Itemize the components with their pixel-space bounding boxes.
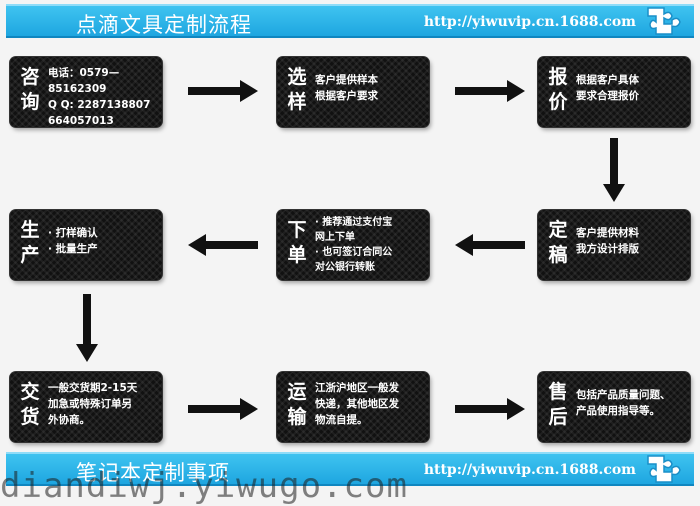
arrow-right-icon [455, 398, 525, 420]
header-banner: 点滴文具定制流程 http://yiwuvip.cn.1688.com [6, 4, 694, 38]
step-body: 包括产品质量问题、 产品使用指导等。 [576, 389, 671, 417]
step-delivery: 交货 一般交货期2-15天 加急或特殊订单另 外协商。 [10, 372, 162, 442]
step-title: 生产 [20, 219, 40, 266]
step-title: 选样 [287, 66, 307, 113]
step-finalize: 定稿 客户提供材料 我方设计排版 [538, 210, 690, 280]
step-body: 客户提供材料 我方设计排版 [576, 227, 639, 255]
step-title: 售后 [548, 381, 568, 428]
step-title: 咨询 [20, 66, 40, 113]
step-title: 交货 [20, 381, 40, 428]
step-title: 下单 [287, 219, 307, 266]
step-body: · 打样确认 · 批量生产 [48, 227, 98, 255]
puzzle-logo-icon [647, 7, 681, 35]
watermark: diandiwj.yiwugo.com [0, 466, 408, 506]
step-after-sales: 售后 包括产品质量问题、 产品使用指导等。 [538, 372, 690, 442]
footer-title: 笔记本定制事项 [76, 461, 230, 485]
arrow-right-icon [188, 80, 258, 102]
step-order: 下单 · 推荐通过支付宝 网上下单 · 也可签订合同公 对公银行转账 [277, 210, 429, 280]
page-title: 点滴文具定制流程 [76, 13, 252, 37]
step-consult: 咨询 电话：0579—85162309 Q Q: 2287138807 6640… [10, 57, 162, 127]
step-title: 报价 [548, 66, 568, 113]
step-body: 客户提供样本 根据客户要求 [315, 74, 378, 102]
puzzle-logo-icon [647, 455, 681, 483]
step-quote: 报价 根据客户具体 要求合理报价 [538, 57, 690, 127]
arrow-right-icon [188, 398, 258, 420]
header-url[interactable]: http://yiwuvip.cn.1688.com [423, 14, 636, 30]
step-shipping: 运输 江浙沪地区一般发 快递，其他地区发 物流自提。 [277, 372, 429, 442]
footer-url[interactable]: http://yiwuvip.cn.1688.com [423, 462, 636, 478]
step-production: 生产 · 打样确认 · 批量生产 [10, 210, 162, 280]
step-body: 一般交货期2-15天 加急或特殊订单另 外协商。 [48, 382, 138, 426]
step-title: 运输 [287, 381, 307, 428]
step-body: 电话：0579—85162309 Q Q: 2287138807 6640570… [48, 67, 151, 127]
arrow-down-icon [76, 294, 98, 362]
step-body: · 推荐通过支付宝 网上下单 · 也可签订合同公 对公银行转账 [315, 217, 393, 273]
step-body: 江浙沪地区一般发 快递，其他地区发 物流自提。 [315, 382, 399, 426]
arrow-down-icon [603, 138, 625, 202]
step-select-sample: 选样 客户提供样本 根据客户要求 [277, 57, 429, 127]
footer-banner: 笔记本定制事项 http://yiwuvip.cn.1688.com [6, 452, 694, 486]
step-body: 根据客户具体 要求合理报价 [576, 74, 639, 102]
step-title: 定稿 [548, 219, 568, 266]
arrow-right-icon [455, 80, 525, 102]
arrow-left-icon [455, 234, 525, 256]
arrow-left-icon [188, 234, 258, 256]
